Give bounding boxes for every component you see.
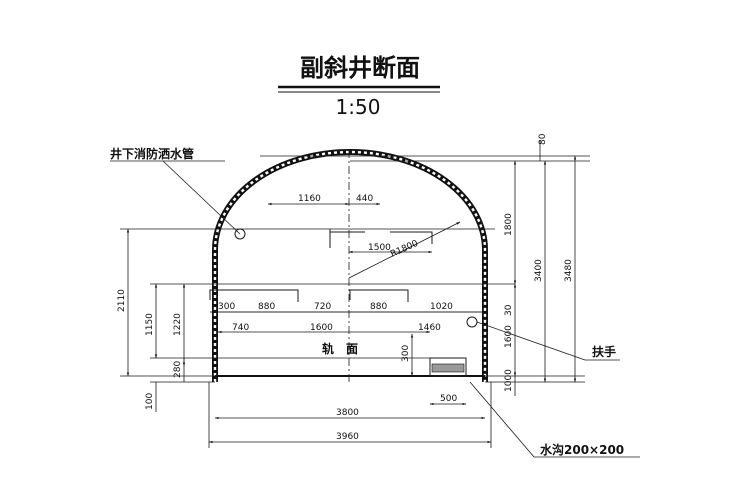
dim-1800: 1800 bbox=[504, 213, 514, 236]
drain-cover bbox=[431, 363, 465, 373]
dim-3800: 3800 bbox=[336, 408, 359, 418]
handrail-circle bbox=[466, 316, 478, 328]
dim-1220: 1220 bbox=[173, 313, 183, 336]
dim-1460: 1460 bbox=[418, 323, 441, 333]
radius-leader bbox=[348, 221, 461, 279]
dim-80: 80 bbox=[538, 133, 548, 145]
right-vehicle-outline bbox=[349, 289, 409, 302]
dim-3480: 3480 bbox=[564, 259, 574, 282]
dim-3960: 3960 bbox=[336, 432, 359, 442]
handrail-label: 扶手 bbox=[592, 344, 616, 359]
dim-500: 500 bbox=[440, 394, 457, 404]
dim-1150: 1150 bbox=[145, 313, 155, 336]
drain-box bbox=[429, 357, 467, 377]
dim-2110: 2110 bbox=[117, 289, 127, 312]
dim-1600: 1600 bbox=[310, 323, 333, 333]
dim-300: 300 bbox=[218, 302, 235, 312]
drain-label: 水沟200×200 bbox=[540, 442, 624, 457]
dim-100: 100 bbox=[145, 393, 155, 410]
fire-pipe-leader bbox=[162, 160, 241, 235]
dim-1600v: 1600 bbox=[504, 325, 514, 348]
dim-1160: 1160 bbox=[298, 194, 321, 204]
drawing-title: 副斜井断面 bbox=[300, 54, 420, 82]
dim-440: 440 bbox=[356, 194, 373, 204]
dim-30: 30 bbox=[504, 304, 514, 316]
fire-pipe-circle bbox=[234, 228, 246, 240]
dim-280: 280 bbox=[173, 361, 183, 378]
dim-880a: 880 bbox=[258, 302, 275, 312]
dim-300v: 300 bbox=[401, 345, 411, 362]
dim-1500: 1500 bbox=[368, 243, 391, 253]
upper-vehicle-outline bbox=[329, 229, 433, 248]
left-vehicle-outline bbox=[209, 289, 299, 302]
dim-1000v: 1000 bbox=[504, 369, 514, 392]
dim-3400: 3400 bbox=[534, 259, 544, 282]
dim-720: 720 bbox=[314, 302, 331, 312]
drain-leader bbox=[469, 381, 535, 458]
dim-740: 740 bbox=[232, 323, 249, 333]
dim-880b: 880 bbox=[370, 302, 387, 312]
rail-surface-label: 轨 面 bbox=[322, 341, 358, 356]
tunnel-lining-inner bbox=[213, 150, 487, 382]
dim-1020: 1020 bbox=[430, 302, 453, 312]
radius-label: R1800 bbox=[389, 239, 420, 260]
drawing-scale: 1:50 bbox=[336, 95, 381, 119]
fire-pipe-label: 井下消防洒水管 bbox=[110, 146, 194, 161]
handrail-leader bbox=[476, 321, 586, 361]
